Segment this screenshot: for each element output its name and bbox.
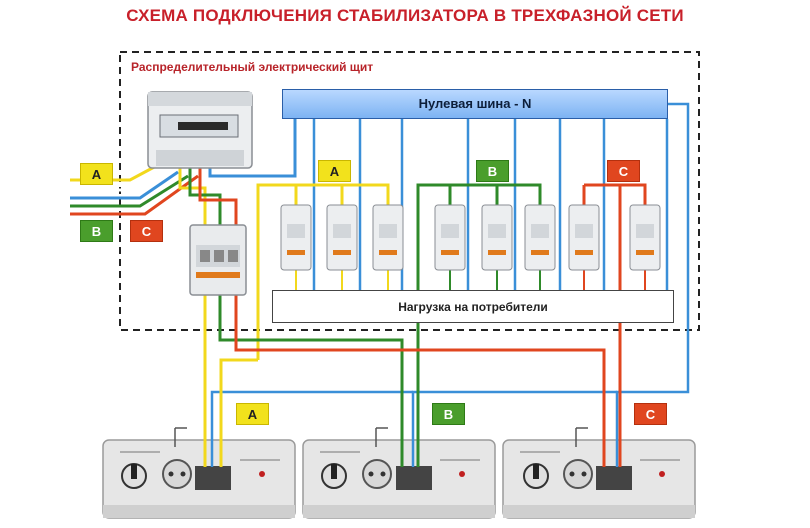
load-consumers-box: Нагрузка на потребители — [272, 290, 674, 323]
stabilizer-a-tag: A — [236, 403, 269, 425]
input-phase-c-tag: C — [130, 220, 163, 242]
stabilizer-b-tag: B — [432, 403, 465, 425]
distribution-panel-label: Распределительный электрический щит — [131, 60, 374, 74]
group-phase-c-tag: C — [607, 160, 640, 182]
electric-meter — [147, 91, 253, 169]
phase-b-wires — [218, 183, 542, 467]
stabilizer-c-tag: C — [634, 403, 667, 425]
group-phase-a-tag: A — [318, 160, 351, 182]
phase-c-wires — [234, 183, 647, 467]
phase-a-wires — [203, 183, 390, 467]
stabilizer-unit-b — [302, 427, 496, 519]
diagram-title: СХЕМА ПОДКЛЮЧЕНИЯ СТАБИЛИЗАТОРА В ТРЕХФА… — [126, 6, 684, 25]
neutral-busbar: Нулевая шина - N — [282, 89, 668, 119]
stabilizer-unit-a — [102, 427, 296, 519]
main-three-pole-breaker — [189, 224, 247, 296]
input-phase-b-tag: B — [80, 220, 113, 242]
single-pole-breakers — [280, 204, 661, 271]
meter-output-wires — [178, 119, 297, 225]
input-phase-a-tag: A — [80, 163, 113, 185]
group-phase-b-tag: B — [476, 160, 509, 182]
stabilizer-unit-c — [502, 427, 696, 519]
